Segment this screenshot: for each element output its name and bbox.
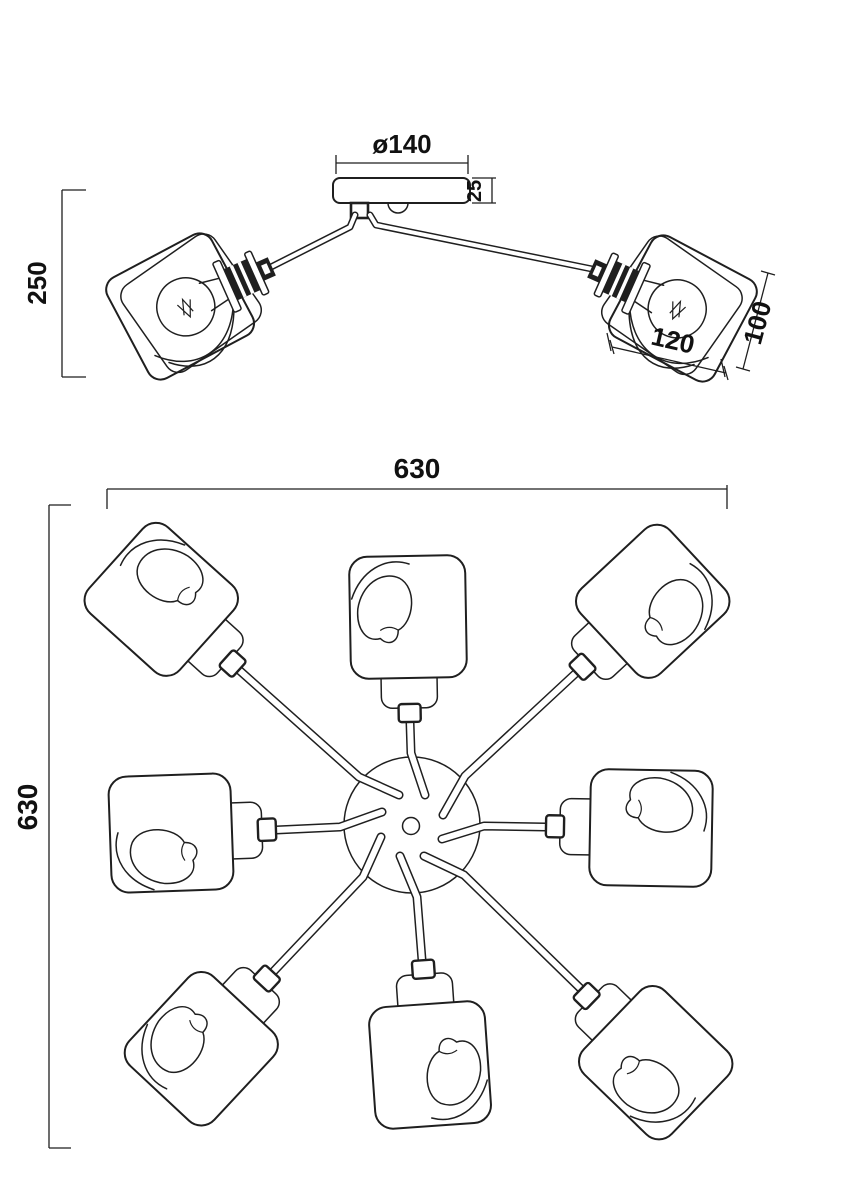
dim-canopy-height: 25	[464, 177, 496, 204]
side-shade-left	[96, 209, 299, 391]
plan-arm-bottom-left	[268, 832, 386, 977]
dim-label-overall-width: 630	[394, 453, 441, 484]
plan-shade-top-middle	[347, 553, 470, 725]
plan-arm-right	[437, 821, 551, 844]
plan-shade-right	[543, 766, 715, 889]
plan-arm-bottom-right	[419, 851, 586, 994]
canopy-side	[332, 177, 471, 204]
dim-shade-width: 120	[606, 321, 729, 381]
side-arm-left	[267, 211, 359, 271]
side-arm-right	[366, 211, 596, 273]
plan-shade-bottom-middle	[363, 955, 494, 1132]
dim-fixture-height: 250	[22, 189, 86, 378]
dim-label-fixture-height: 250	[22, 261, 52, 304]
side-shade-right	[564, 211, 767, 393]
plan-arm-top-right	[438, 668, 581, 820]
dim-overall-width: 630	[106, 453, 728, 509]
dim-label-canopy-diameter: ø140	[372, 129, 431, 159]
dim-overall-depth: 630	[12, 504, 71, 1149]
plan-arm-top-middle	[405, 717, 430, 800]
plan-arm-bottom-middle	[395, 851, 427, 965]
plan-shade-left	[106, 770, 280, 895]
dim-label-canopy-height: 25	[464, 180, 486, 202]
canopy-center-hole	[401, 816, 421, 836]
dim-canopy-diameter: ø140	[335, 129, 469, 174]
dim-label-overall-depth: 630	[12, 784, 43, 831]
side-view: 250 ø140 25 120	[22, 129, 777, 393]
plan-arms	[234, 665, 586, 994]
plan-arm-top-left	[234, 665, 404, 800]
dim-label-shade-height: 100	[737, 298, 777, 348]
plan-arm-left	[271, 807, 387, 835]
canopy-bump	[387, 202, 409, 214]
plan-view: 630 630	[12, 453, 742, 1149]
